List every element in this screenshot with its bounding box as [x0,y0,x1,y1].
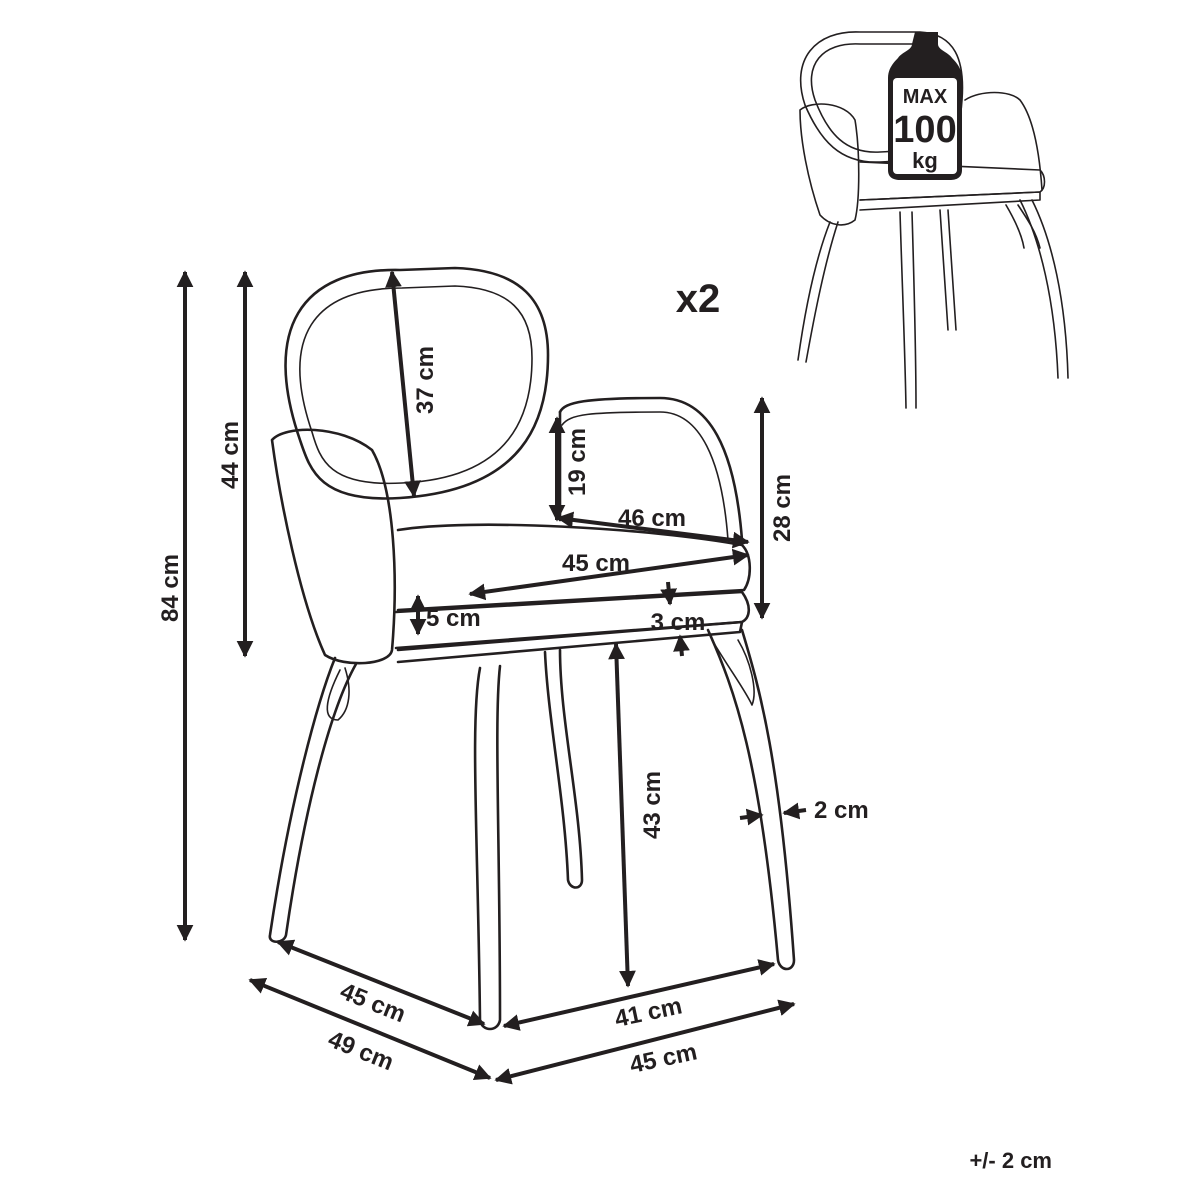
dim-arrow-seat-base-bottom [673,634,690,657]
leg-front-right-curve [711,639,755,706]
dim-label-seat-height: 43 cm [639,771,666,839]
dim-label-arm-width: 46 cm [618,505,686,532]
dim-arrow-backrest-oval [385,270,421,498]
armrest-frame-inner [561,411,729,541]
dim-label-depth-total: 49 cm [324,1026,397,1077]
armrest-frame [558,396,744,542]
dim-label-arm-side-height: 28 cm [769,474,796,542]
load-line-2: 100 [893,109,956,151]
dim-arrow-width-total [494,999,796,1085]
dim-label-leg-thickness: 2 cm [814,797,869,824]
backrest-frame [284,266,550,500]
chair-thumbnail [797,31,1069,409]
dim-arrow-seat-height [608,642,636,988]
dim-arrow-arm-width [556,511,750,549]
seat-base [396,620,744,664]
dim-label-seat-width: 45 cm [562,550,630,577]
leg-front-right [706,628,796,971]
dim-arrow-seat-base-top [660,581,677,606]
leg-back-left-curve [326,667,350,721]
chair-drawing [268,266,796,1031]
dim-label-backrest-oval: 37 cm [412,346,439,414]
leg-back-right [543,648,584,889]
back-cushion [270,428,396,665]
dim-label-backrest-height: 44 cm [217,421,244,489]
dim-label-total-height: 84 cm [157,554,184,622]
dim-label-armrest-height: 19 cm [564,428,591,496]
dim-arrow-depth-total [248,977,492,1081]
dim-arrow-leg-right [782,802,807,820]
dim-label-seat-cushion: 5 cm [426,605,481,632]
load-line-1: MAX [903,86,948,108]
tolerance-label: +/- 2 cm [969,1148,1052,1173]
load-line-3: kg [912,148,938,173]
dim-arrow-leg-left [739,808,764,826]
leg-front-left [473,664,502,1031]
dim-arrow-seat-width [468,548,750,601]
backrest-frame-inner [299,285,533,485]
leg-back-left [268,656,358,944]
max-load-badge: MAX 100 kg [888,32,962,180]
dim-label-seat-base: 3 cm [651,609,706,636]
quantity-label: x2 [676,277,721,321]
